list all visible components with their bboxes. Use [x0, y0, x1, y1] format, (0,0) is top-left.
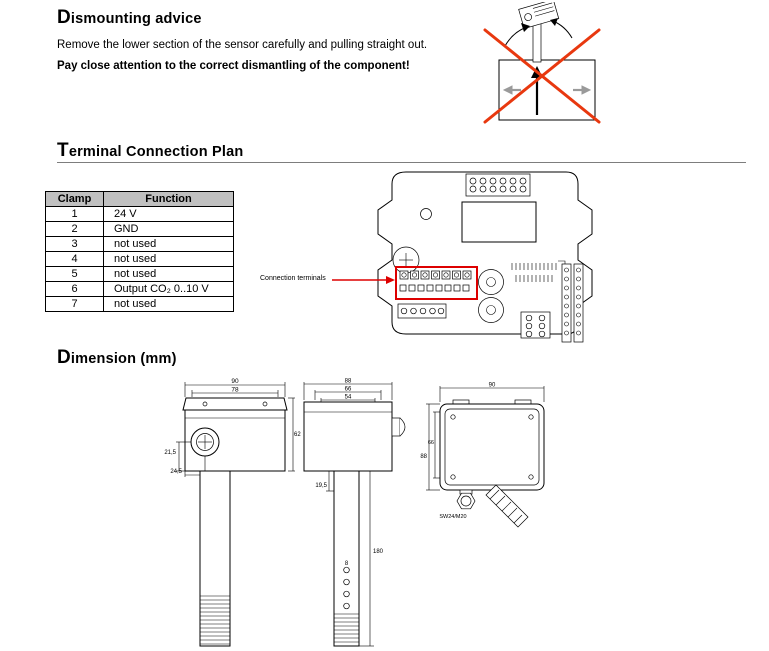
table-row: 5 not used	[45, 266, 234, 282]
side-probe-length: 180	[373, 549, 384, 555]
table-row: 6 Output CO₂ 0..10 V	[45, 281, 234, 297]
side-depth-mid: 66	[345, 387, 352, 393]
bottom-right-connector	[520, 311, 551, 339]
sideways-arrows	[502, 85, 592, 95]
dismounting-warning: Pay close attention to the correct disma…	[57, 60, 410, 72]
dim-side-view: 88 66 54 19,5 180 8	[303, 379, 406, 647]
function-cell: not used	[103, 266, 234, 282]
red-cross-icon	[483, 28, 601, 124]
top-gland-label: SW24/M20	[439, 514, 466, 520]
sensor-head	[518, 2, 560, 30]
function-cell: not used	[103, 251, 234, 267]
table-row: 3 not used	[45, 236, 234, 252]
clamp-cell: 5	[45, 266, 104, 282]
connection-terminals-label: Connection terminals	[260, 275, 326, 282]
terminal-heading: Terminal Connection Plan	[57, 140, 244, 161]
function-cell: 24 V	[103, 206, 234, 222]
front-width-inner: 78	[231, 387, 239, 394]
terminal-table: Clamp Function 1 24 V 2 GND 3 not used 4…	[45, 191, 234, 312]
lower-connector	[397, 303, 447, 319]
dimension-heading: Dimension (mm)	[57, 347, 177, 368]
table-header-row: Clamp Function	[45, 191, 234, 207]
dismounting-text: Remove the lower section of the sensor c…	[57, 39, 428, 51]
front-width-outer: 90	[231, 378, 239, 385]
sensor-module-outline	[461, 201, 537, 243]
table-row: 2 GND	[45, 221, 234, 237]
front-offset-vertical: 21,5	[164, 450, 176, 456]
clamp-cell: 3	[45, 236, 104, 252]
side-depth-inner: 54	[345, 395, 352, 401]
pull-direction-arrows	[504, 18, 573, 47]
function-cell: GND	[103, 221, 234, 237]
dim-front-view: 90 78 62 21,5 24,5	[164, 378, 301, 647]
side-probe-offset: 19,5	[315, 483, 327, 489]
terminal-highlight-box	[395, 266, 478, 300]
side-depth-outer: 88	[345, 379, 352, 385]
table-header-function: Function	[103, 191, 234, 207]
top-width: 90	[489, 383, 496, 389]
top-depth-inner: 66	[428, 440, 434, 446]
table-row: 1 24 V	[45, 206, 234, 222]
section-divider	[57, 162, 746, 163]
top-probe-isometric	[485, 484, 529, 528]
clamp-cell: 2	[45, 221, 104, 237]
top-depth-outer: 88	[420, 454, 427, 460]
dimension-drawings: 90 78 62 21,5 24,5	[164, 378, 545, 647]
round-components	[478, 269, 504, 323]
function-cell: Output CO₂ 0..10 V	[103, 281, 234, 297]
table-header-clamp: Clamp	[45, 191, 104, 207]
clamp-cell: 4	[45, 251, 104, 267]
dismounting-heading: Dismounting advice	[57, 7, 202, 28]
dim-top-view: 90 88 66 SW24/M20	[420, 383, 545, 528]
function-cell: not used	[103, 236, 234, 252]
sensor-stem	[532, 19, 542, 63]
function-cell: not used	[103, 296, 234, 312]
mounting-hole	[420, 208, 432, 220]
dismounting-illustration	[483, 2, 601, 124]
front-offset-horizontal: 24,5	[170, 469, 182, 475]
callout-arrow-icon	[332, 276, 395, 284]
terminal-block	[399, 270, 472, 292]
front-height: 62	[294, 432, 301, 438]
front-filter-hatch	[200, 595, 230, 645]
clamp-cell: 1	[45, 206, 104, 222]
clamp-cell: 7	[45, 296, 104, 312]
pin-headers	[511, 260, 566, 282]
top-connector	[465, 173, 531, 197]
table-row: 7 not used	[45, 296, 234, 312]
right-pin-strips	[561, 263, 584, 343]
table-row: 4 not used	[45, 251, 234, 267]
terminal-board-diagram	[332, 171, 593, 343]
side-hole-spacing: 8	[345, 561, 349, 567]
side-filter-hatch	[334, 613, 359, 643]
clamp-cell: 6	[45, 281, 104, 297]
